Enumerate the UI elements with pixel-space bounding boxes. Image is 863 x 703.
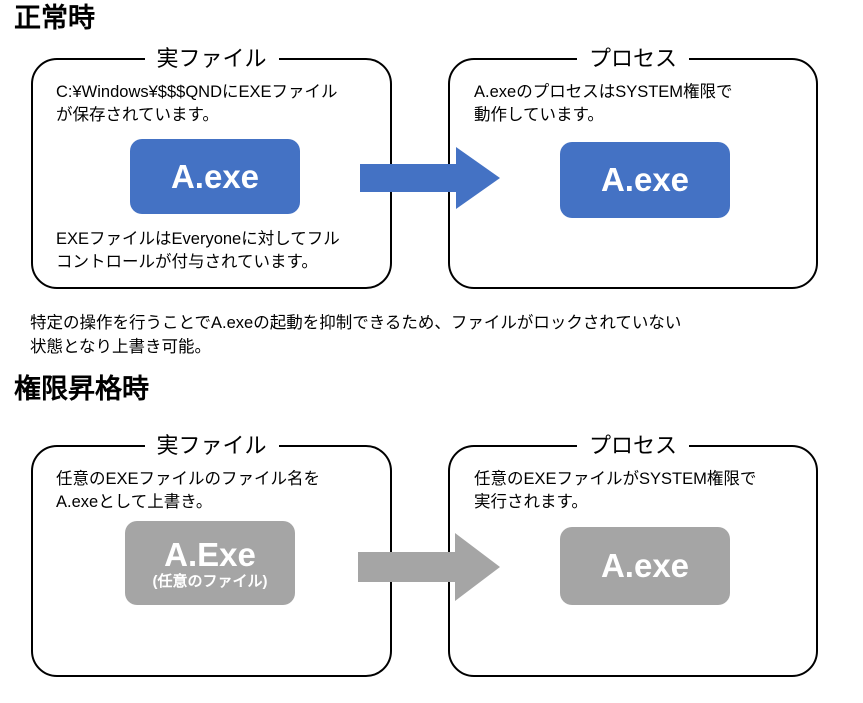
panel-label-process-escalation: プロセス [576, 431, 690, 461]
panel-text-process-executed: 任意のEXEファイルがSYSTEM権限で 実行されます。 [474, 470, 757, 511]
section-heading-normal: 正常時 [14, 3, 95, 33]
arrow-right-icon-gray [358, 533, 500, 601]
process-chip-a-exe-normal: A.exe [560, 142, 730, 218]
panel-text-overwrite: 任意のEXEファイルのファイル名を A.exeとして上書き。 [56, 470, 321, 511]
panel-process-escalation: プロセス 任意のEXEファイルがSYSTEM権限で 実行されます。 A.exe [448, 431, 818, 677]
file-chip-a-exe-normal: A.exe [130, 139, 300, 214]
panel-text-file-location: C:¥Windows¥$$$QNDにEXEファイル が保存されています。 [56, 83, 338, 124]
flow-arrow-normal [360, 147, 500, 209]
panel-real-file-escalation: 実ファイル 任意のEXEファイルのファイル名を A.exeとして上書き。 A.E… [31, 431, 392, 677]
panel-real-file-normal: 実ファイル C:¥Windows¥$$$QNDにEXEファイル が保存されていま… [31, 44, 392, 289]
file-chip-subtitle-escalation: (任意のファイル) [152, 572, 268, 590]
panel-text-file-permissions: EXEファイルはEveryoneに対してフル コントロールが付与されています。 [56, 230, 340, 271]
panel-label-real-file-escalation: 実ファイル [144, 431, 279, 461]
panel-label-real-file-normal: 実ファイル [144, 44, 279, 74]
panel-text-process-privilege: A.exeのプロセスはSYSTEM権限で 動作しています。 [474, 83, 733, 124]
process-chip-a-exe-escalation: A.exe [560, 527, 730, 605]
flow-arrow-escalation [358, 533, 500, 601]
arrow-right-icon [360, 147, 500, 209]
caption-normal-state: 特定の操作を行うことでA.exeの起動を抑制できるため、ファイルがロックされてい… [30, 314, 682, 356]
process-chip-title: A.exe [600, 161, 690, 198]
section-heading-escalation: 権限昇格時 [14, 374, 149, 404]
process-chip-title-escalation: A.exe [600, 547, 690, 584]
file-chip-title-escalation: A.Exe [164, 535, 256, 573]
file-chip-title: A.exe [170, 157, 260, 195]
file-chip-a-exe-escalation: A.Exe (任意のファイル) [125, 521, 295, 605]
panel-label-process-normal: プロセス [576, 44, 690, 74]
panel-process-normal: プロセス A.exeのプロセスはSYSTEM権限で 動作しています。 A.exe [448, 44, 818, 289]
